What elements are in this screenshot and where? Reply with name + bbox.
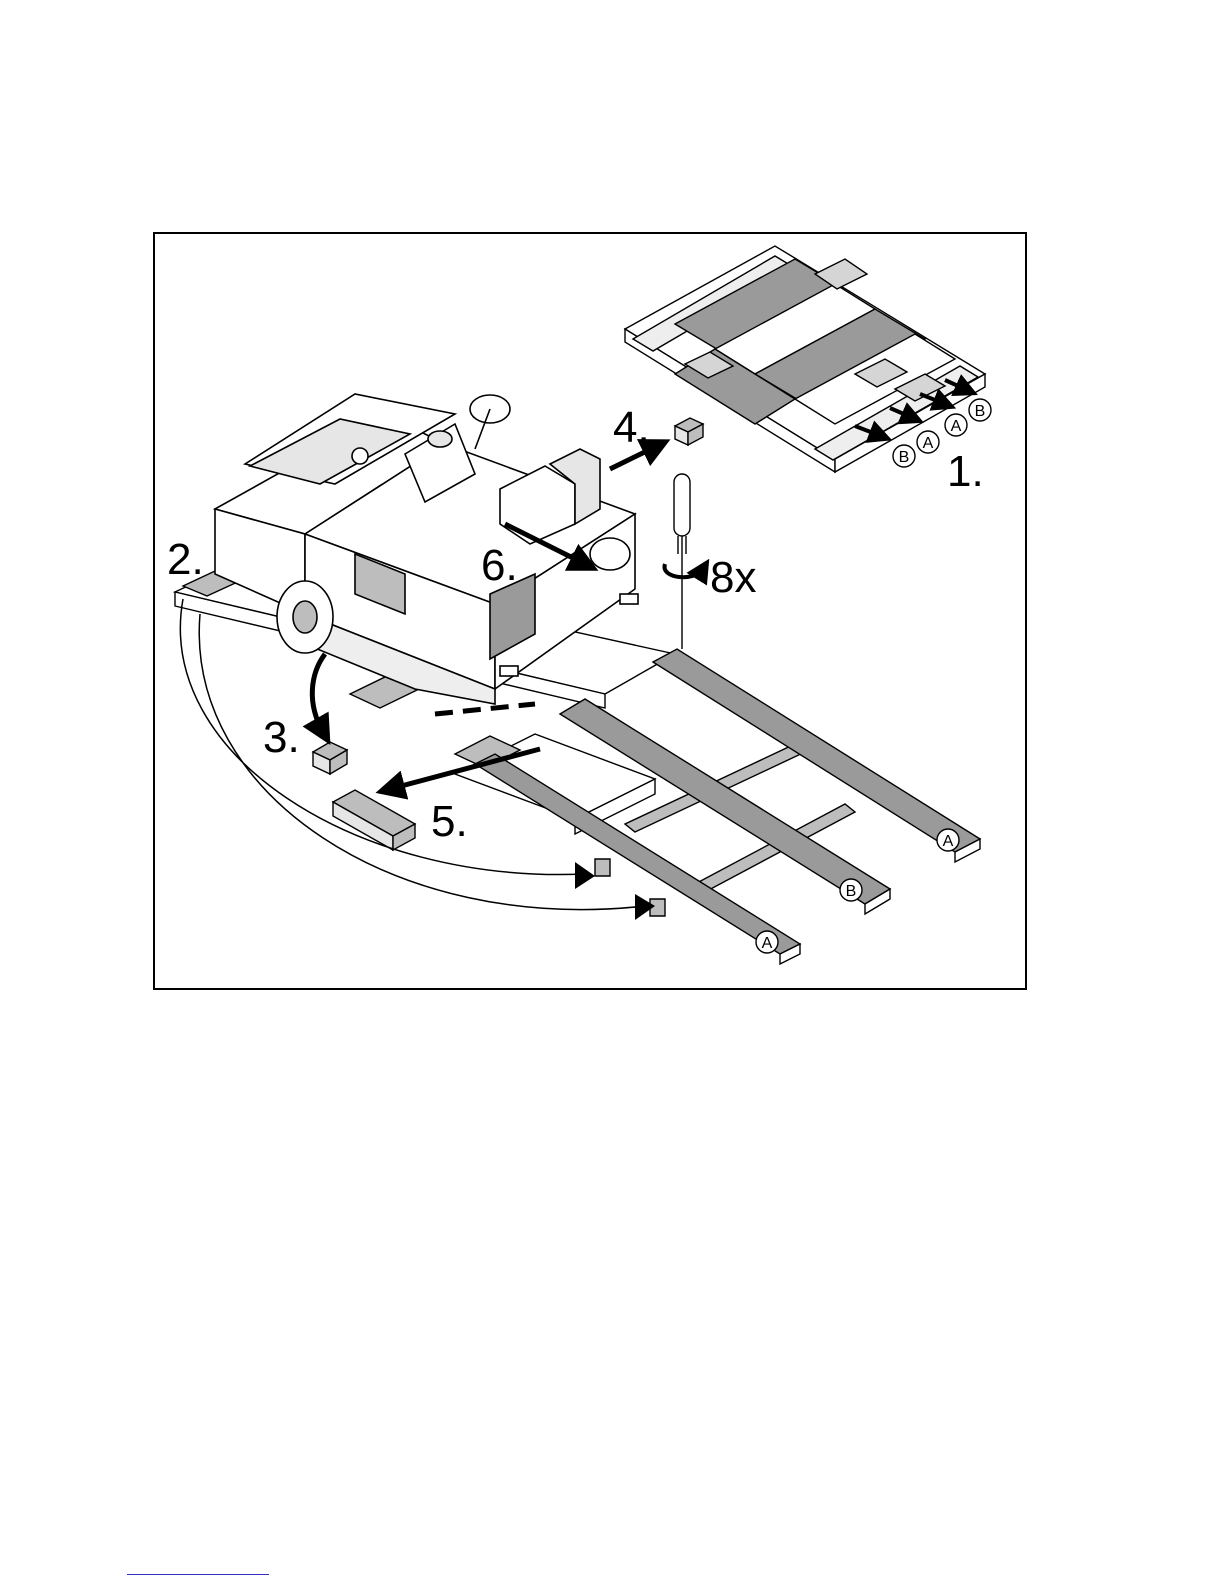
crate-label-a1-text: A <box>923 435 934 452</box>
step-1-label: 1. <box>947 447 984 496</box>
u-block-5 <box>333 790 415 850</box>
board-label-left-text: A <box>762 935 773 952</box>
unpacking-diagram: B A A B <box>155 234 1025 988</box>
wedge-block-3 <box>313 742 347 774</box>
crate-label-a2-text: A <box>951 418 962 435</box>
screwdriver <box>674 474 690 649</box>
board-label-right-text: A <box>943 833 954 850</box>
wedge-block-4 <box>675 418 703 445</box>
crate-label-b2: B <box>969 399 991 421</box>
step-3-label: 3. <box>263 713 300 762</box>
dashed-pull-line <box>435 704 535 714</box>
step-6-label: 6. <box>481 541 518 590</box>
rotate-arrow <box>665 564 703 577</box>
screw-count-label: 8x <box>710 553 756 602</box>
ramp-supports <box>595 744 855 916</box>
step-5-label: 5. <box>431 797 468 846</box>
board-label-middle: B <box>840 879 862 901</box>
crate-label-a2: A <box>945 414 967 436</box>
crate-label-b1-text: B <box>899 449 910 466</box>
board-label-left: A <box>756 931 778 953</box>
board-label-right: A <box>937 829 959 851</box>
curve-arrowheads <box>575 862 655 920</box>
footer-rule <box>127 1574 269 1575</box>
figure-frame: B A A B <box>153 232 1027 990</box>
crate-label-a1: A <box>917 431 939 453</box>
step-4-label: 4. <box>613 403 650 452</box>
wheel <box>277 581 333 653</box>
crate-label-b1: B <box>893 445 915 467</box>
board-label-middle-text: B <box>846 883 857 900</box>
step-2-label: 2. <box>167 535 204 584</box>
crate-label-b2-text: B <box>975 403 986 420</box>
